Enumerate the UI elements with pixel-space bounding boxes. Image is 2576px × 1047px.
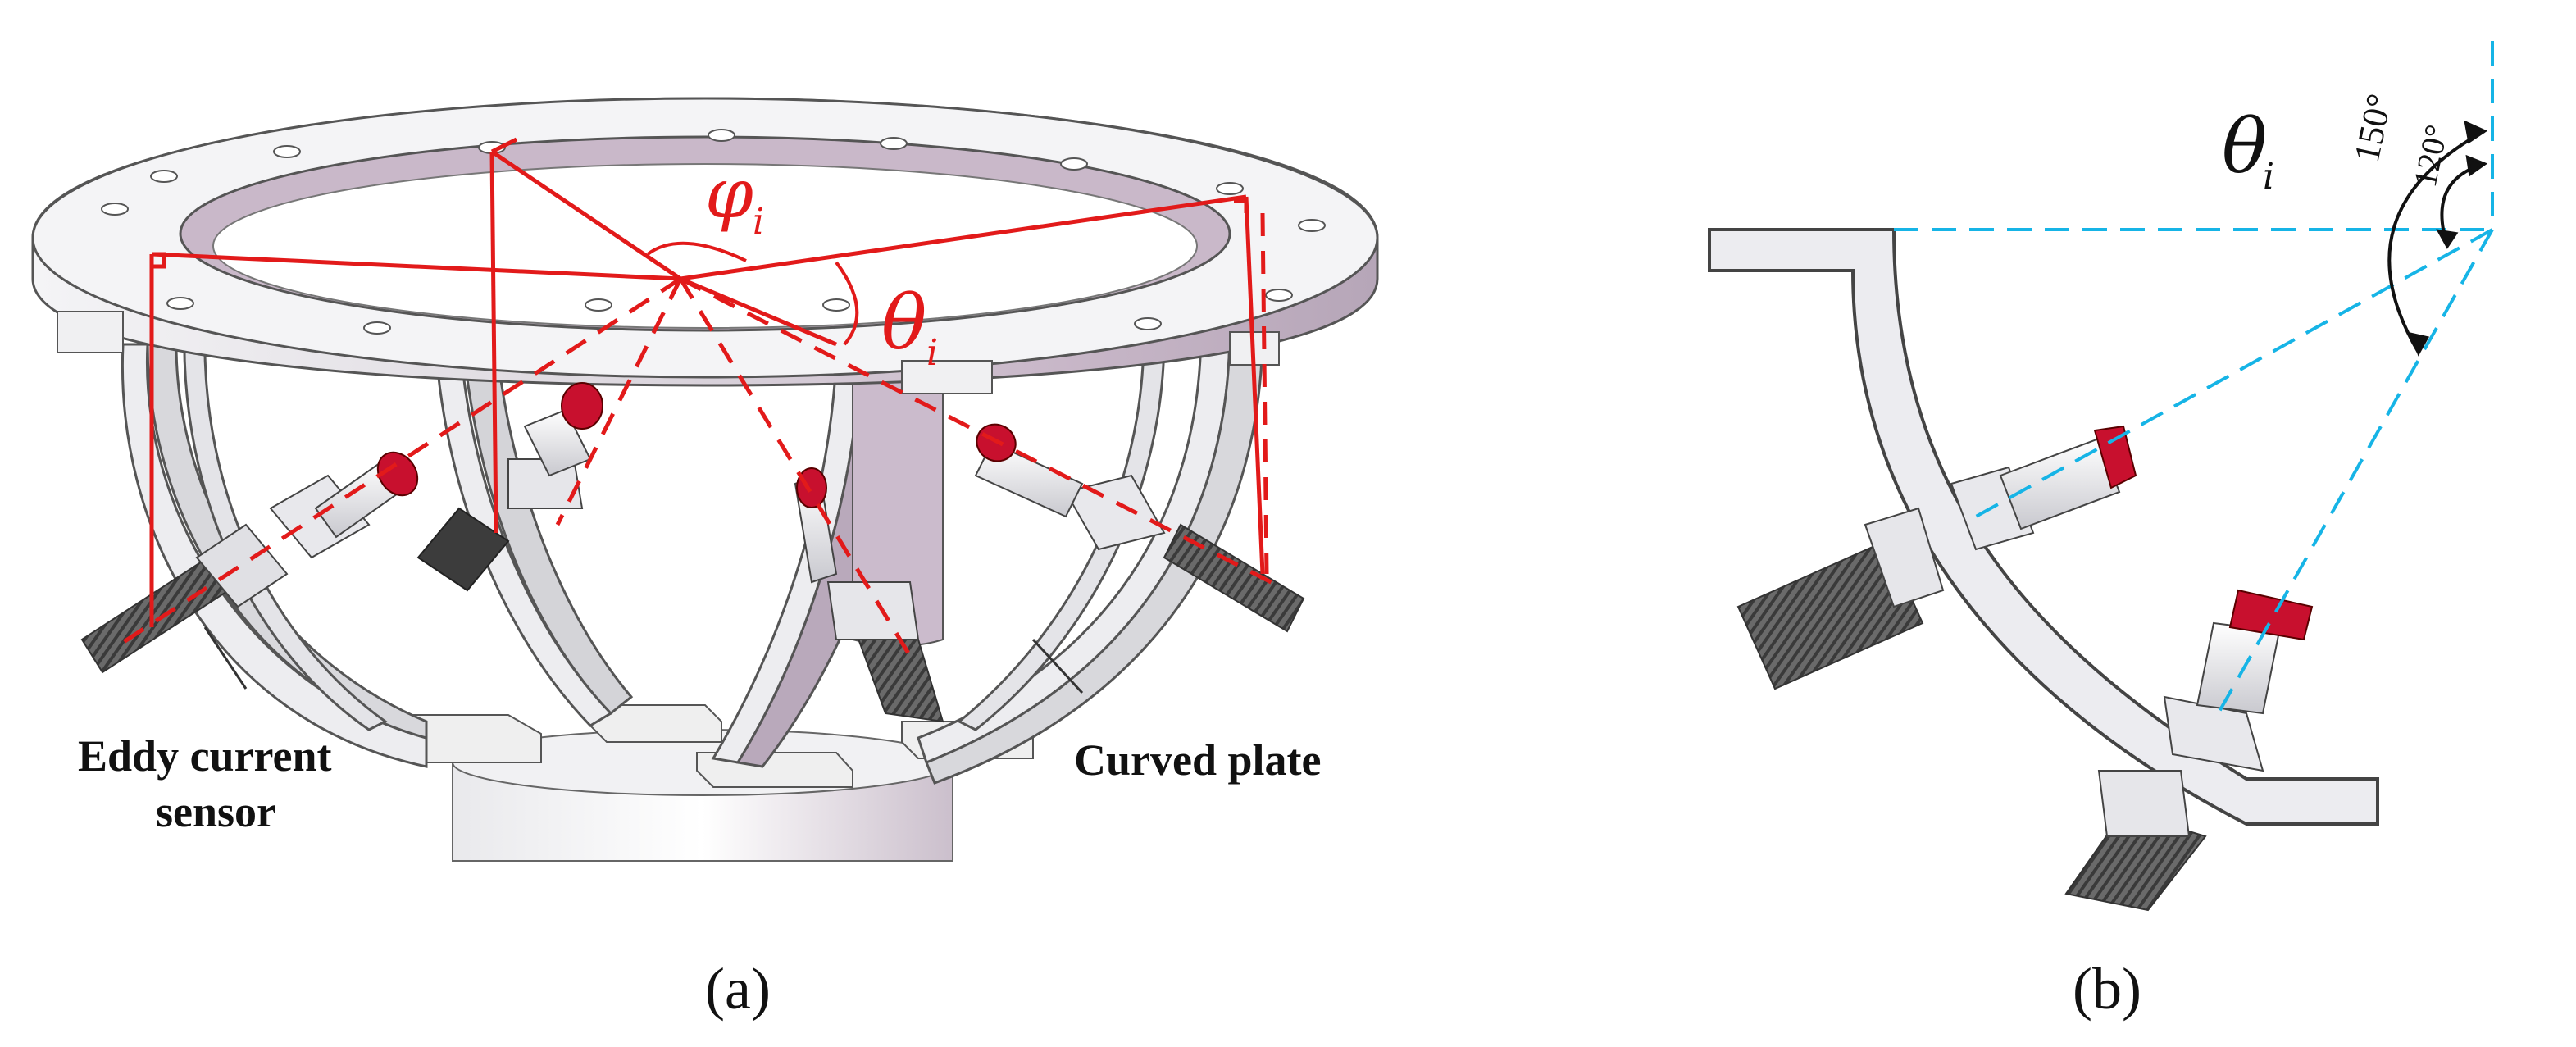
theta-letter-b: θ (2222, 102, 2267, 190)
angle-label-120: 120° (2406, 121, 2455, 190)
eddy-sensor-right (974, 423, 1305, 633)
mounting-ring (31, 97, 1379, 394)
eddy-sensor-upper (1736, 425, 2137, 690)
eddy-sensor-center-left (416, 382, 603, 592)
phi-symbol: φ i (705, 153, 764, 243)
angle-arcs (2387, 120, 2488, 357)
label-sensor: sensor (156, 787, 276, 836)
angle-label-150: 150° (2346, 90, 2400, 166)
sensor-leader-line (203, 626, 248, 690)
caption-b: (b) (2073, 956, 2141, 1022)
theta-symbol-a: θ i (881, 279, 938, 374)
eddy-sensor-center (794, 467, 944, 723)
theta-subscript-b: i (2263, 156, 2274, 198)
plate-leader-line (1031, 638, 1084, 694)
panel-a-fixture-3d: φ i θ i Eddy current sensor Curved plate… (31, 97, 1379, 1022)
phi-letter: φ (705, 153, 753, 234)
label-eddy-current: Eddy current (78, 731, 332, 781)
red-dashed-lines (113, 212, 1281, 658)
caption-a: (a) (705, 956, 771, 1022)
theta-subscript-a: i (926, 332, 938, 374)
panel-b-angle-diagram: θ i 150° 120° (b) (1708, 41, 2494, 1022)
eddy-sensor-lower (2064, 589, 2314, 912)
plate-cross-section (1708, 228, 2379, 826)
theta-letter-a: θ (881, 279, 926, 366)
red-angle-arcs (646, 241, 859, 346)
theta-symbol-b: θ i (2222, 102, 2274, 198)
label-curved-plate: Curved plate (1074, 735, 1321, 785)
phi-subscript: i (753, 201, 764, 243)
